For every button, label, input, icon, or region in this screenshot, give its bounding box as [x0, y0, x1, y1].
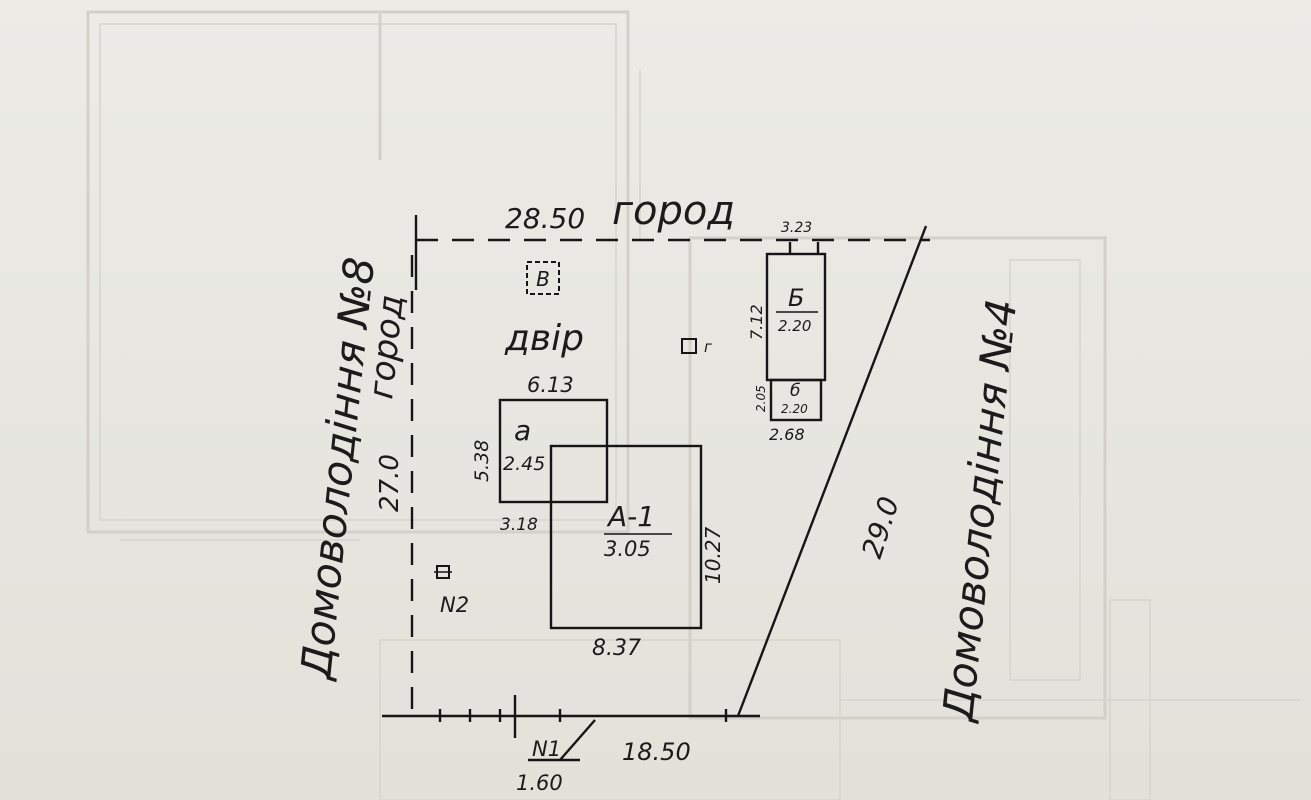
building-a-top-dimension: 6.13	[527, 373, 574, 397]
building-a	[498, 398, 609, 504]
building-a1-bottom-dimension: 8.37	[592, 636, 641, 661]
gate-length-label: 1.60	[516, 771, 563, 795]
left-length-label: 27.0	[375, 454, 405, 512]
background-ghost-lines	[86, 10, 1300, 800]
building-a-value: 2.45	[503, 453, 545, 475]
building-b-small-side-dimension: 2.05	[754, 385, 768, 412]
bottom-length-label: 18.50	[622, 738, 691, 766]
building-b-small	[769, 378, 823, 422]
yard-label: двір	[504, 318, 584, 359]
building-a-name: а	[514, 414, 531, 447]
building-a-side-dimension: 5.38	[471, 440, 493, 482]
gate-marker	[559, 719, 596, 761]
right-neighbor-label: Домоволодіння №4	[933, 297, 1026, 725]
building-b-name: Б	[788, 284, 804, 312]
point-n2-label: N2	[440, 593, 469, 617]
building-v-label: В	[536, 267, 550, 291]
top-street-label: город	[612, 188, 735, 234]
building-a1	[549, 444, 703, 630]
building-b-top-dimension: 3.23	[781, 220, 812, 236]
right-length-label: 29.0	[855, 493, 906, 562]
building-a1-side-dimension: 10.27	[701, 526, 725, 584]
right-boundary-line	[736, 225, 928, 717]
gate-label: N1	[532, 737, 561, 761]
building-a-bottom-dimension: 3.18	[500, 515, 538, 535]
building-b-side-dimension: 7.12	[747, 304, 766, 340]
top-length-label: 28.50	[505, 202, 585, 235]
building-b-small-name: б	[790, 381, 800, 401]
structure-g	[681, 338, 697, 354]
building-b-value: 2.20	[778, 317, 811, 335]
building-a1-value: 3.05	[604, 537, 651, 561]
structure-g-label: г	[704, 338, 712, 356]
building-a1-name: А-1	[606, 500, 655, 533]
bottom-boundary-ticks	[438, 695, 728, 738]
building-b-small-bottom-dimension: 2.68	[769, 425, 805, 444]
building-v	[526, 261, 560, 295]
building-b-small-value: 2.20	[781, 402, 808, 416]
